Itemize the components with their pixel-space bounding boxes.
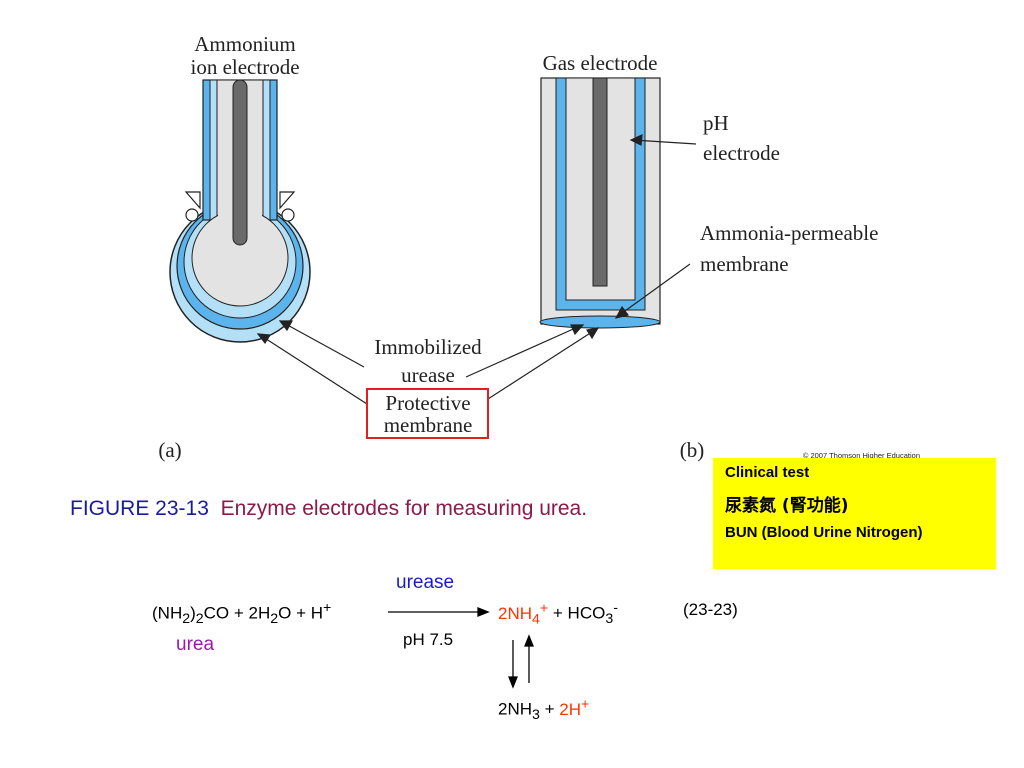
eq-text: + HCO <box>548 603 606 623</box>
condition-label: pH 7.5 <box>403 630 454 649</box>
eq-text: 2NH <box>498 699 533 719</box>
eq-text: + <box>539 699 560 719</box>
hydrogen-product: 2H+ <box>559 696 590 719</box>
o-ring-left <box>185 208 199 222</box>
o-ring-right <box>281 208 295 222</box>
clip-right <box>279 191 296 210</box>
eq-text: CO + 2H <box>203 603 271 623</box>
label-panel-a: (a) <box>158 438 181 462</box>
eq-text: (NH <box>152 603 183 623</box>
sensing-rod <box>232 79 248 246</box>
eq-sub: 3 <box>605 611 614 628</box>
equation-bottom: 2NH3 + 2H+ <box>498 696 589 723</box>
eq-sup: + <box>323 600 332 616</box>
label-immobilized: Immobilized <box>374 335 482 359</box>
label-ammonia-permeable: Ammonia-permeable <box>700 221 878 245</box>
arrow-ph-electrode <box>632 139 697 145</box>
arrowhead <box>614 305 630 319</box>
arrowhead <box>524 634 534 647</box>
eq-sup: - <box>613 600 618 616</box>
clinical-title: Clinical test <box>725 464 810 481</box>
arrowhead <box>629 134 643 146</box>
urea-label: urea <box>176 634 215 655</box>
diagram-labels: Ammonium ion electrode Gas electrode pH … <box>158 32 920 462</box>
ammonium-product: 2NH4+ <box>498 600 549 628</box>
arrowhead <box>586 327 600 340</box>
arrowhead <box>278 320 294 332</box>
eq-sub: 3 <box>532 707 540 724</box>
arrow-urease-a <box>281 321 365 368</box>
label-ph: pH <box>703 111 729 135</box>
eq-text: ) <box>190 603 196 623</box>
ammonium-electrode <box>169 79 311 343</box>
arrowhead <box>256 333 272 345</box>
label-electrode: electrode <box>703 141 780 165</box>
arrow-protective-a <box>259 334 368 405</box>
eq-sub: 2 <box>182 611 191 628</box>
ammonia-permeable-membrane <box>539 315 661 329</box>
pointer-arrows <box>256 134 697 405</box>
ph-sensing-rod <box>592 77 608 287</box>
equation-products: 2NH4+ + HCO3- <box>498 600 618 627</box>
figure-description: Enzyme electrodes for measuring urea. <box>220 497 588 520</box>
arrow-urease-b <box>465 325 581 378</box>
label-protective-membrane: membrane <box>384 413 473 437</box>
equation-number: (23-23) <box>683 600 738 619</box>
equation-reactants: (NH2)2CO + 2H2O + H+ <box>152 600 331 627</box>
clinical-test-box: Clinical test 尿素氮 (腎功能) BUN (Blood Urine… <box>713 458 996 569</box>
reaction-arrows <box>388 607 534 689</box>
arrow-protective-b <box>487 329 596 400</box>
enzyme-label: urease <box>396 572 455 593</box>
label-panel-b: (b) <box>680 438 705 462</box>
label-ion-electrode: ion electrode <box>190 55 299 79</box>
arrowhead <box>570 324 585 336</box>
gas-electrode <box>539 77 661 329</box>
arrow-ammonia-membrane <box>617 263 691 317</box>
figure-number: FIGURE 23-13 <box>70 497 209 520</box>
label-protective: Protective <box>385 391 470 415</box>
eq-sub: 2 <box>195 611 204 628</box>
clip-left <box>184 191 201 210</box>
copyright-notice: © 2007 Thomson Higher Education <box>803 451 920 460</box>
figure-caption: FIGURE 23-13 Enzyme electrodes for measu… <box>70 497 587 521</box>
protective-membrane-highlight <box>366 388 489 439</box>
label-membrane: membrane <box>700 252 789 276</box>
label-gas-electrode: Gas electrode <box>543 51 658 75</box>
label-urease: urease <box>401 363 455 387</box>
eq-text: O + H <box>278 603 323 623</box>
clinical-bun: BUN (Blood Urine Nitrogen) <box>725 524 923 541</box>
label-ammonium: Ammonium <box>194 32 296 56</box>
clinical-chinese: 尿素氮 (腎功能) <box>725 496 849 516</box>
arrowhead <box>477 607 490 617</box>
arrowhead <box>508 676 518 689</box>
eq-sub: 2 <box>270 611 279 628</box>
